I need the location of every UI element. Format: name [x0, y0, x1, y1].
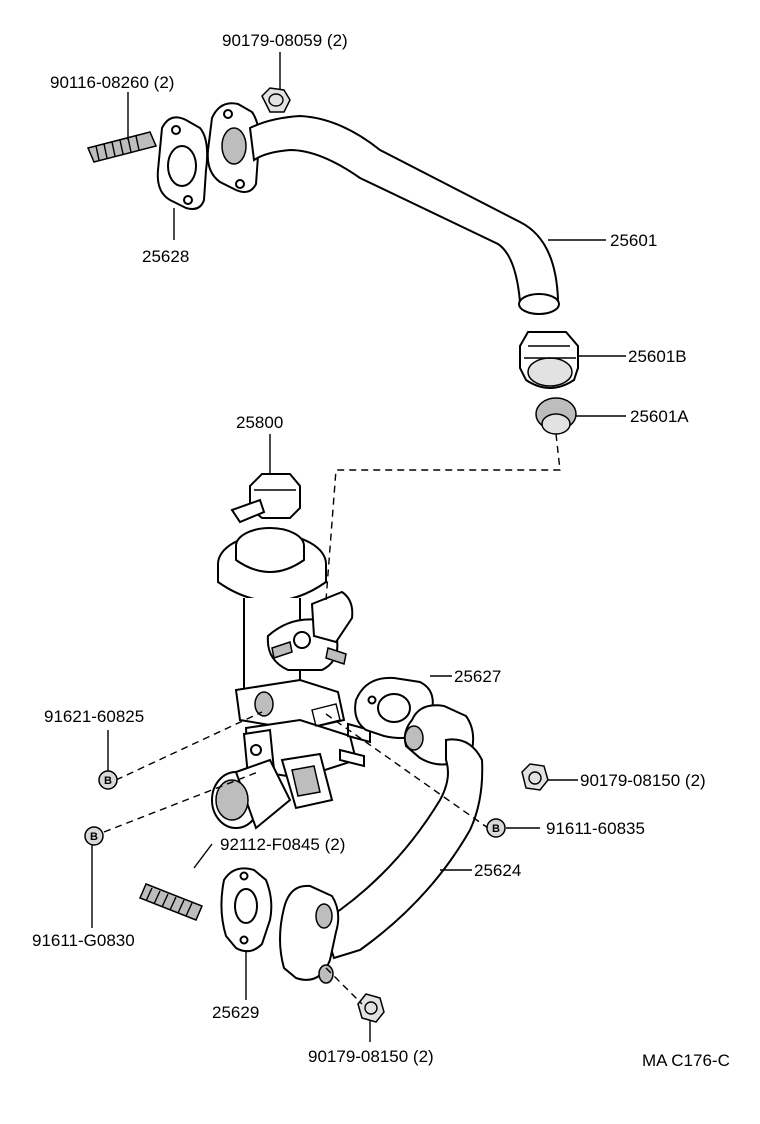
label-90116-08260: 90116-08260 (2)	[50, 73, 174, 92]
label-25624: 25624	[474, 861, 521, 880]
sleeve-25601a	[535, 397, 577, 435]
label-25601: 25601	[610, 231, 657, 250]
label-25800: 25800	[236, 413, 283, 432]
badge-b-91611-g0830: B	[84, 826, 104, 846]
label-25629: 25629	[212, 1003, 259, 1022]
svg-text:B: B	[492, 823, 500, 835]
badge-b-91611-60835: B	[486, 818, 506, 838]
label-91611-g0830: 91611-G0830	[32, 931, 135, 950]
union-nut-25601b	[519, 331, 579, 389]
figure-code: MA C176-C	[642, 1051, 730, 1070]
label-25601a: 25601A	[630, 407, 689, 426]
label-91611-60835: 91611-60835	[546, 819, 645, 838]
label-25628: 25628	[142, 247, 189, 266]
label-25627: 25627	[454, 667, 501, 686]
badge-b-91621: B	[98, 770, 118, 790]
svg-text:B: B	[104, 775, 112, 787]
svg-text:B: B	[90, 831, 98, 843]
label-25601b: 25601B	[628, 347, 687, 366]
egr-valve-25800	[217, 473, 354, 732]
stud-90116	[86, 131, 158, 163]
label-91621-60825: 91621-60825	[44, 707, 144, 726]
gasket-25628	[156, 116, 209, 210]
nut-90179-bottom	[357, 993, 385, 1023]
label-90179-08150-right: 90179-08150 (2)	[580, 771, 706, 790]
label-90179-08059: 90179-08059 (2)	[222, 31, 348, 50]
label-90179-08150-bottom: 90179-08150 (2)	[308, 1047, 434, 1066]
nut-90179-right	[521, 763, 549, 791]
nut-90179-top	[261, 87, 291, 113]
pipe-25624	[279, 704, 484, 984]
label-92112-f0845: 92112-F0845 (2)	[220, 835, 345, 854]
vacuum-switching-valve	[211, 703, 371, 830]
gasket-25629	[220, 867, 273, 953]
stud-92112	[139, 883, 203, 921]
pipe-25601	[206, 102, 560, 315]
